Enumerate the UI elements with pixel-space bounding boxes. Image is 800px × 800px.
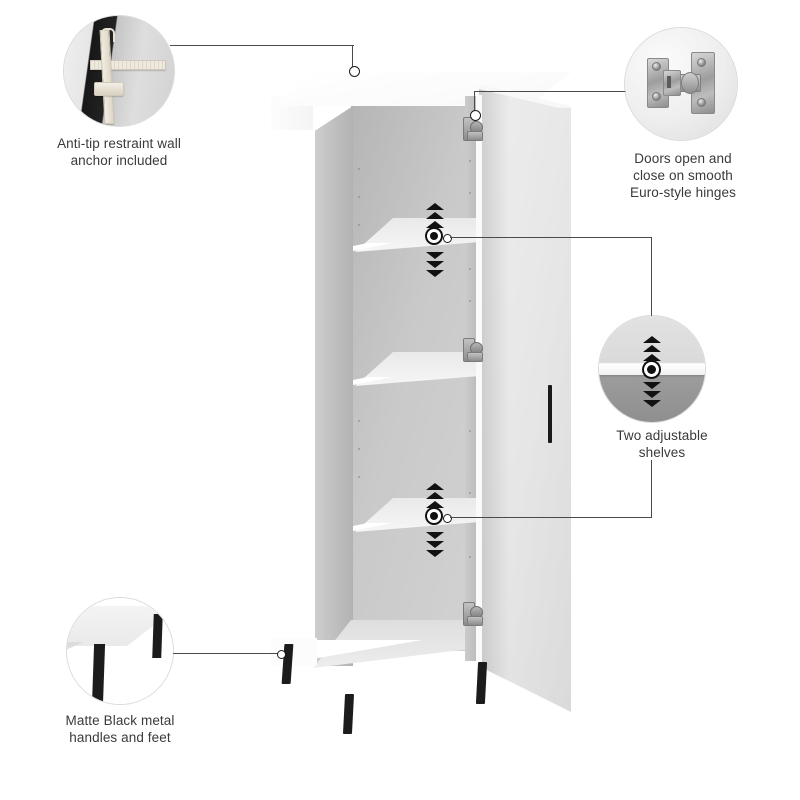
shelf-peg-hole (358, 448, 360, 450)
feet-callout-label: Matte Black metal handles and feet (65, 713, 175, 745)
shelf-pin-dot (430, 232, 438, 240)
shelf-peg-hole (469, 160, 471, 162)
shelf-pin-dot (430, 512, 438, 520)
shelf-peg-hole (469, 268, 471, 270)
connector-node-feet (277, 650, 286, 659)
connector-line-hinge-h (474, 91, 626, 93)
detail-leg-front (91, 644, 106, 704)
anti-tip-detail-circle (64, 16, 174, 126)
door-handle[interactable] (548, 385, 552, 443)
feet-detail-circle (67, 598, 173, 704)
cabinet-door[interactable] (479, 86, 571, 712)
hinge-callout-label: Doors open and close on smooth Euro-styl… (629, 151, 736, 200)
shelf-peg-hole (358, 168, 360, 170)
hinge-detail-circle (625, 28, 737, 140)
cabinet-leg-front-right (475, 662, 488, 704)
anti-tip-callout-label: Anti-tip restraint wall anchor included (57, 136, 181, 168)
shelf-peg-hole (358, 420, 360, 422)
connector-node-shelf-upper (443, 234, 452, 243)
connector-line-shelf-trunk-upper (651, 237, 653, 319)
detail-leg-rear (152, 614, 163, 658)
wall-anchor-buckle (94, 82, 124, 96)
connector-line-shelf-upper (450, 237, 652, 239)
connector-line-shelf-trunk-lower (651, 460, 653, 518)
connector-node-shelf-lower (443, 514, 452, 523)
shelf-peg-hole (358, 224, 360, 226)
shelf-peg-hole (358, 476, 360, 478)
shelf-pin-dot (647, 365, 656, 374)
connector-node-hinge (470, 110, 481, 121)
connector-line-shelf-lower (450, 517, 652, 519)
cabinet-door-shadow (479, 86, 509, 682)
cabinet-front-left-stile (271, 130, 315, 665)
shelves-callout-label: Two adjustable shelves (616, 428, 708, 460)
shelf-peg-hole (469, 492, 471, 494)
connector-node-anti-tip (349, 66, 360, 77)
shelf-peg-hole (469, 430, 471, 432)
connector-line-anti-tip-h (170, 45, 354, 47)
cabinet-interior-left-wall (313, 106, 353, 666)
cabinet-leg-rear-left (342, 694, 355, 734)
connector-line-hinge-v (474, 91, 476, 113)
shelves-detail-circle (599, 316, 705, 422)
shelf-peg-hole (469, 192, 471, 194)
shelf-peg-hole (469, 556, 471, 558)
wall-anchor-strap-icon (90, 60, 166, 70)
cabinet-door-stile-edge (476, 95, 482, 675)
shelf-peg-hole (358, 196, 360, 198)
connector-line-anti-tip-v (352, 45, 354, 69)
connector-line-feet (172, 653, 282, 655)
shelf-peg-hole (469, 300, 471, 302)
